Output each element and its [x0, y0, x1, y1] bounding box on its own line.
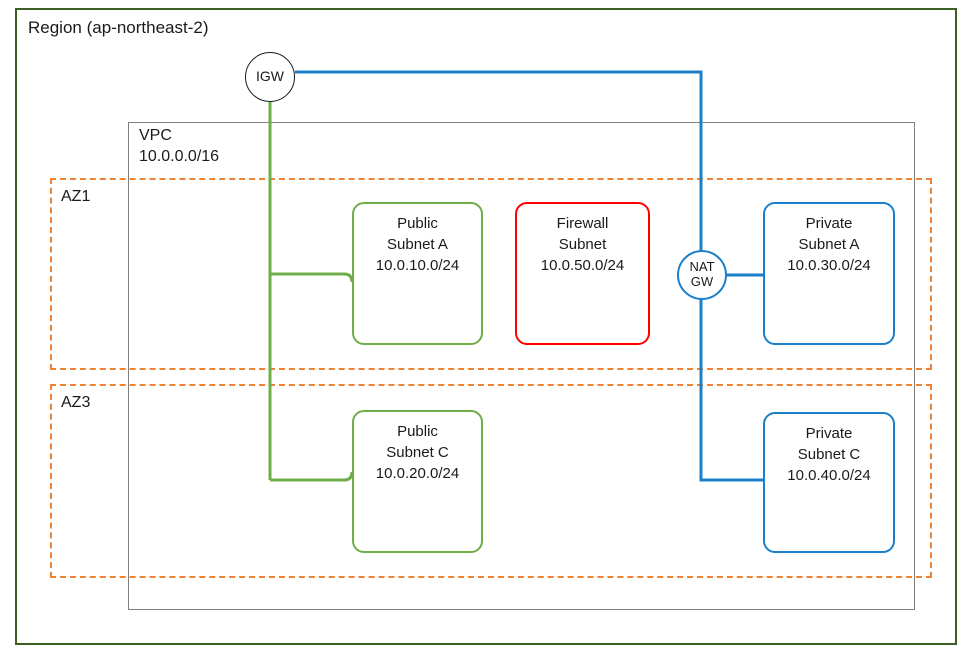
region-label: Region (ap-northeast-2) [28, 18, 209, 37]
availability-zone-az3-label: AZ3 [61, 394, 91, 411]
availability-zone-az1-label: AZ1 [61, 188, 91, 205]
subnet-private-subnet-c-label: Private Subnet C 10.0.40.0/24 [787, 425, 871, 484]
subnet-private-subnet-a-label: Private Subnet A 10.0.30.0/24 [787, 215, 871, 274]
internet-gateway-icon[interactable]: IGW [245, 52, 295, 102]
region-container [15, 8, 957, 645]
availability-zone-az3 [50, 384, 932, 578]
subnet-firewall-subnet-label: Firewall Subnet 10.0.50.0/24 [540, 215, 625, 274]
vpc-label: VPC 10.0.0.0/16 [139, 127, 220, 166]
subnet-public-subnet-c[interactable]: Public Subnet C 10.0.20.0/24 [352, 410, 483, 553]
internet-gateway-label: IGW [256, 68, 284, 85]
subnet-private-subnet-a[interactable]: Private Subnet A 10.0.30.0/24 [763, 202, 895, 345]
subnet-public-subnet-a[interactable]: Public Subnet A 10.0.10.0/24 [352, 202, 483, 345]
subnet-firewall-subnet[interactable]: Firewall Subnet 10.0.50.0/24 [515, 202, 650, 345]
subnet-private-subnet-c[interactable]: Private Subnet C 10.0.40.0/24 [763, 412, 895, 553]
subnet-public-subnet-c-label: Public Subnet C 10.0.20.0/24 [375, 423, 460, 482]
subnet-public-subnet-a-label: Public Subnet A 10.0.10.0/24 [375, 215, 460, 274]
nat-gateway-icon[interactable]: NAT GW [677, 250, 727, 300]
nat-gateway-label: NAT GW [689, 259, 715, 289]
